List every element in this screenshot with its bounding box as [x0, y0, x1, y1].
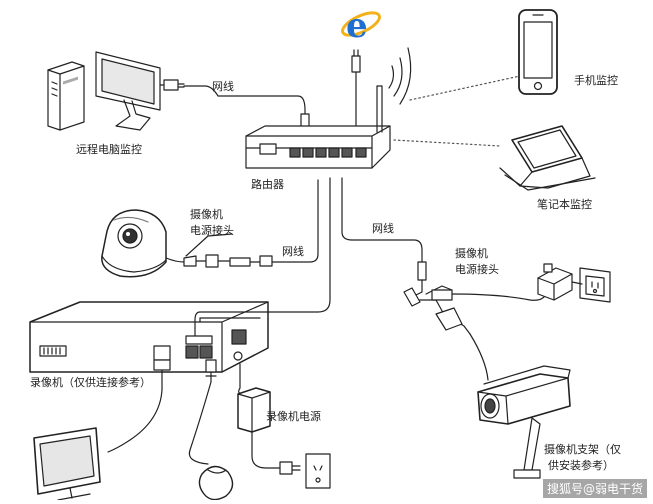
laptop-icon: [499, 125, 596, 191]
bullet-camera-cable: [341, 177, 549, 381]
label-dvr-power: 录像机电源: [266, 410, 321, 423]
pc-cable: [159, 79, 310, 129]
dvr-network-cable: [194, 177, 331, 337]
label-dome-camera: 摄像机: [190, 208, 223, 221]
remote-pc-icon: [47, 51, 161, 131]
dome-camera-icon: [101, 209, 167, 278]
label-dome-power: 电源接头: [190, 224, 234, 237]
label-mobile: 手机监控: [574, 74, 618, 87]
dvr-recorder-icon: [29, 301, 269, 373]
mobile-phone-icon: [518, 9, 558, 95]
label-bullet-camera: 摄像机: [455, 247, 488, 260]
label-remote-pc: 远程电脑监控: [76, 143, 142, 156]
label-laptop: 笔记本监控: [537, 198, 592, 211]
label-router: 路由器: [251, 178, 284, 191]
mouse-icon: [198, 465, 234, 501]
uplink-cable: [351, 49, 361, 126]
label-wire-left: 网线: [282, 245, 304, 258]
wifi-link-laptop: [393, 139, 501, 147]
dvr-vga-cable: [107, 359, 171, 453]
router-icon: [245, 47, 412, 169]
label-wire-right: 网线: [372, 222, 394, 235]
local-monitor-icon: [33, 427, 101, 501]
svg-text:e: e: [346, 6, 368, 46]
label-dvr: 录像机（仅供连接参考）: [30, 376, 151, 389]
wifi-link-mobile: [409, 75, 521, 101]
dvr-mouse-cable: [188, 359, 217, 465]
dvr-power-adapter: [237, 363, 331, 489]
internet-explorer-icon: e: [341, 6, 381, 46]
label-bullet-power: 电源接头: [455, 263, 499, 276]
label-bracket-line2: 供安装参考）: [548, 459, 614, 472]
dome-cable: [165, 179, 319, 268]
label-bracket-line1: 摄像机支架（仅: [544, 443, 621, 456]
bullet-camera-icon: [477, 365, 571, 479]
watermark: 搜狐号@弱电干货: [542, 479, 647, 498]
label-wire-top: 网线: [212, 80, 234, 93]
wall-outlet-right: [537, 263, 611, 303]
